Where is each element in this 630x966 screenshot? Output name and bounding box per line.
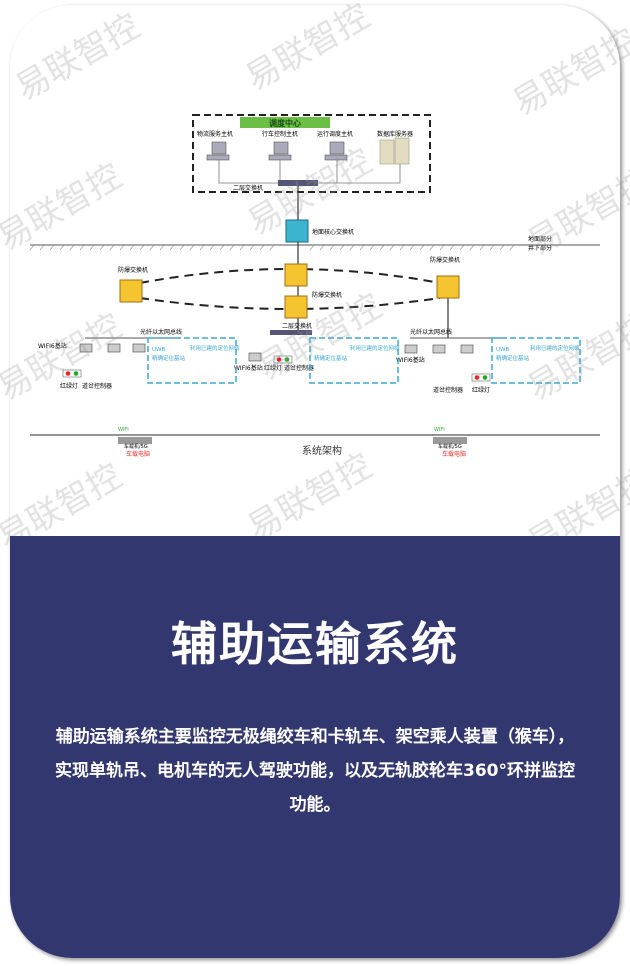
- svg-text:二层交换机: 二层交换机: [282, 322, 312, 330]
- svg-text:地面核心交换机: 地面核心交换机: [312, 228, 354, 236]
- computer-icon: [206, 141, 230, 161]
- traffic-light-icon: [62, 369, 82, 378]
- svg-text:WIFI6基站: WIFI6基站: [396, 356, 425, 364]
- svg-text:二层交换机: 二层交换机: [233, 184, 263, 192]
- svg-text:车载机/5G: 车载机/5G: [438, 443, 462, 450]
- svg-text:WIFI6基站: WIFI6基站: [234, 364, 263, 372]
- svg-text:防爆交换机: 防爆交换机: [118, 266, 148, 274]
- svg-text:道岔控制器: 道岔控制器: [82, 382, 112, 390]
- section-title: 辅助运输系统: [171, 617, 459, 671]
- svg-text:UWB: UWB: [152, 347, 165, 353]
- svg-text:WIFI6基站: WIFI6基站: [38, 342, 67, 350]
- description-panel: 辅助运输系统 辅助运输系统主要监控无极绳绞车和卡轨车、架空乘人装置（猴车），实现…: [10, 536, 620, 958]
- svg-text:红绿灯: 红绿灯: [264, 364, 282, 372]
- svg-text:精确定位基站: 精确定位基站: [496, 354, 530, 362]
- computer-icon: [268, 141, 292, 161]
- dispatch-center-box: [192, 114, 431, 193]
- svg-text:道岔控制器: 道岔控制器: [433, 386, 463, 394]
- l2-switch-top: [278, 180, 318, 186]
- svg-text:精确定位基站: 精确定位基站: [152, 354, 186, 362]
- host-computers: 物流服务主机 行车控制主机 运行调度主机 数据库服务器: [197, 130, 413, 165]
- dispatch-center-label: 调度中心: [269, 118, 301, 128]
- svg-text:利用已建的定位网络: 利用已建的定位网络: [190, 344, 240, 352]
- diagram-caption: 系统架构: [302, 444, 342, 457]
- svg-text:WIFI: WIFI: [118, 427, 129, 433]
- svg-text:红绿灯: 红绿灯: [60, 382, 78, 390]
- section-description: 辅助运输系统主要监控无极绳绞车和卡轨车、架空乘人装置（猴车），实现单轨吊、电机车…: [55, 727, 575, 815]
- server-icon: [379, 137, 410, 165]
- svg-text:光纤以太网总线: 光纤以太网总线: [140, 328, 182, 336]
- svg-text:车载电脑: 车载电脑: [126, 450, 150, 458]
- svg-text:精确定位基站: 精确定位基站: [314, 354, 348, 362]
- svg-text:红绿灯: 红绿灯: [472, 386, 490, 394]
- traffic-light-icon: [471, 373, 491, 382]
- svg-text:车载电脑: 车载电脑: [442, 450, 466, 458]
- svg-text:光纤以太网总线: 光纤以太网总线: [410, 328, 452, 336]
- core-switch-icon: [285, 219, 309, 243]
- svg-text:运行调度主机: 运行调度主机: [317, 130, 353, 138]
- svg-text:地面部分: 地面部分: [528, 235, 552, 243]
- svg-text:车载机/5G: 车载机/5G: [124, 443, 148, 450]
- svg-text:防爆交换机: 防爆交换机: [312, 291, 342, 299]
- svg-text:数据库服务器: 数据库服务器: [377, 130, 413, 138]
- traffic-light-icon: [273, 355, 293, 364]
- system-architecture-diagram: 调度中心 物流服务主机 行车控制主机 运行调度主机 数据库服务器 二层交换机 地…: [29, 114, 600, 458]
- svg-text:利用已建的定位网络: 利用已建的定位网络: [530, 344, 580, 352]
- svg-text:道岔控制器: 道岔控制器: [284, 364, 314, 372]
- svg-text:防爆交换机: 防爆交换机: [430, 256, 460, 264]
- svg-text:UWB: UWB: [496, 347, 509, 353]
- svg-text:利用已建的定位网络: 利用已建的定位网络: [350, 344, 400, 352]
- svg-text:物流服务主机: 物流服务主机: [197, 130, 233, 138]
- svg-text:井下部分: 井下部分: [528, 244, 552, 252]
- svg-text:行车控制主机: 行车控制主机: [262, 130, 298, 138]
- computer-icon: [324, 141, 348, 161]
- explosion-proof-switches: [119, 263, 460, 319]
- svg-text:WIFI: WIFI: [434, 427, 445, 433]
